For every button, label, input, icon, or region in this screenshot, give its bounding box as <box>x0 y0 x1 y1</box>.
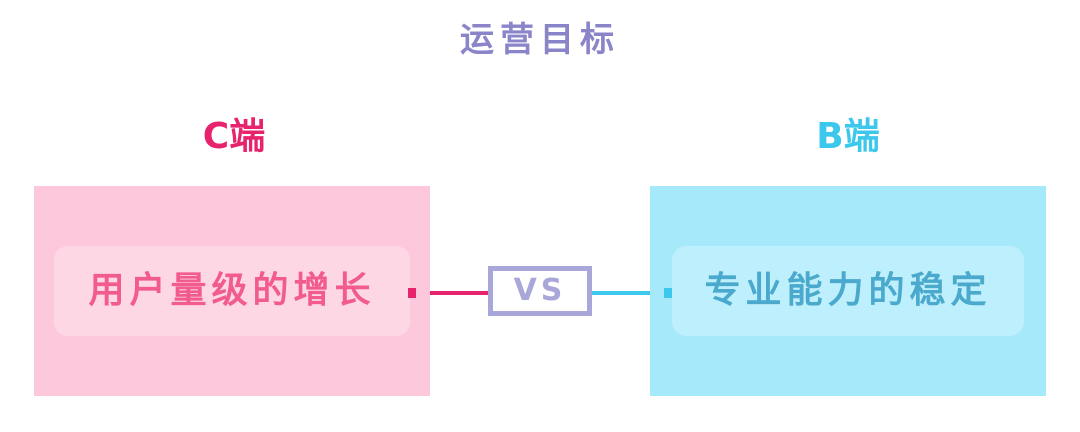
left-connector-cap <box>408 288 416 298</box>
c-side-goal-text: 用户量级的增长 <box>88 270 376 311</box>
vs-badge: VS <box>488 266 592 316</box>
vs-text: VS <box>513 273 567 308</box>
diagram-title: 运营目标 <box>460 20 620 60</box>
c-side-panel: 用户量级的增长 <box>34 186 430 396</box>
b-side-goal-box: 专业能力的稳定 <box>672 246 1024 336</box>
right-connector-line <box>592 291 650 295</box>
b-side-panel: 专业能力的稳定 <box>650 186 1046 396</box>
left-connector-line <box>430 291 488 295</box>
c-side-goal-box: 用户量级的增长 <box>54 246 410 336</box>
c-side-label: C端 <box>202 116 266 157</box>
b-side-label: B端 <box>816 116 880 157</box>
b-side-goal-text: 专业能力的稳定 <box>704 270 992 311</box>
right-connector-cap <box>664 288 672 298</box>
